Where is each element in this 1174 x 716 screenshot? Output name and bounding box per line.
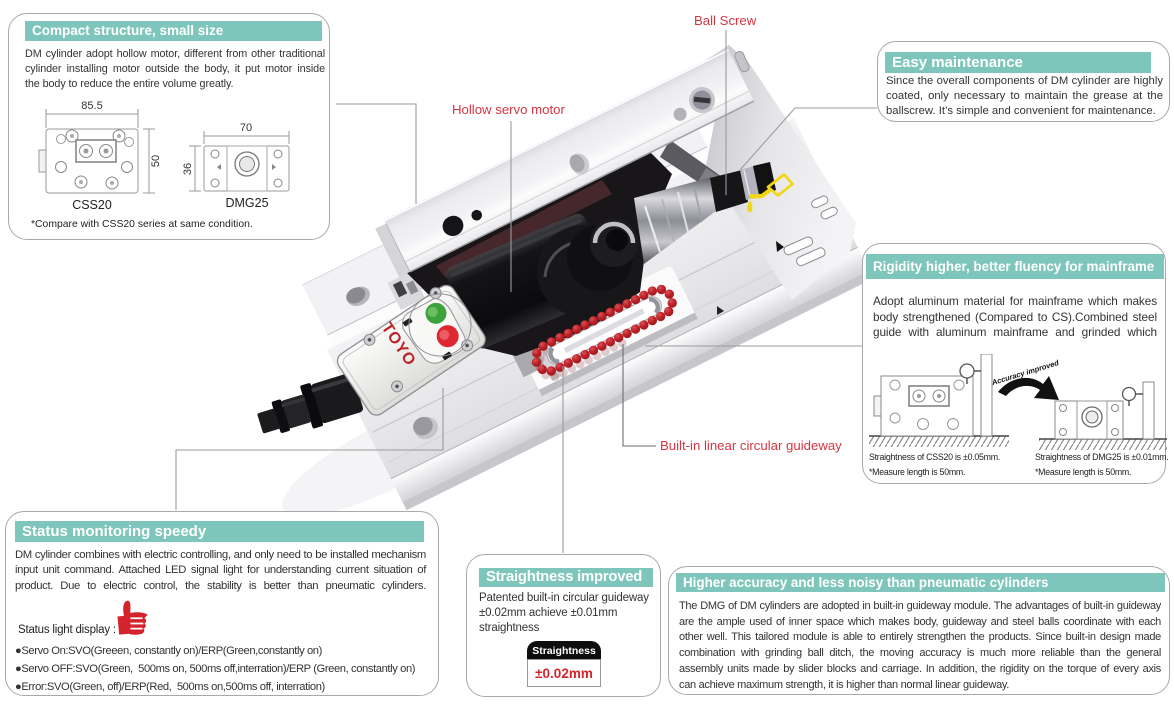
svg-text:36: 36 — [182, 163, 194, 175]
svg-text:50: 50 — [150, 155, 162, 167]
svg-text:DMG25: DMG25 — [225, 196, 268, 210]
svg-text:CSS20: CSS20 — [72, 198, 112, 212]
svg-text:85.5: 85.5 — [81, 100, 102, 112]
svg-text:70: 70 — [240, 122, 252, 134]
